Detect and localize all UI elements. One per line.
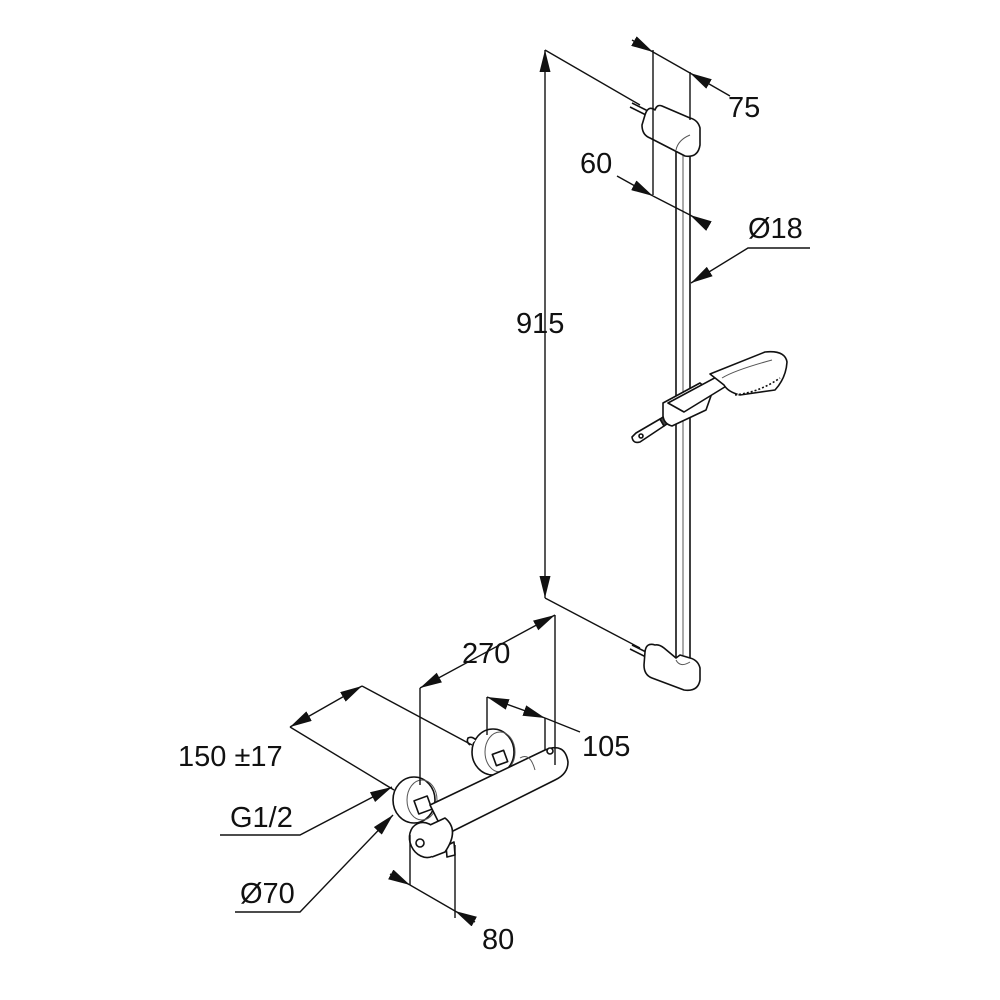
dim-80	[388, 835, 477, 927]
label-rail-diameter: Ø18	[748, 213, 803, 245]
dim-70	[235, 814, 394, 913]
hand-shower	[631, 350, 788, 444]
dim-60	[616, 175, 712, 231]
label-70: Ø70	[240, 878, 295, 910]
dim-105	[486, 696, 581, 750]
dim-g12	[220, 786, 393, 836]
dim-75	[631, 36, 731, 195]
label-150: 150 ±17	[178, 741, 283, 773]
dim-915	[539, 49, 641, 649]
rail-bottom-bracket	[629, 643, 701, 692]
label-80: 80	[482, 924, 515, 956]
label-60: 60	[580, 148, 613, 180]
label-915: 915	[516, 308, 565, 340]
label-105: 105	[582, 731, 631, 763]
rail-top-bracket	[629, 102, 701, 158]
dim-rail-diameter	[690, 247, 810, 284]
dim-270	[419, 614, 556, 785]
thermostatic-valve	[392, 728, 569, 859]
label-75: 75	[728, 92, 761, 124]
label-g12: G1/2	[230, 802, 293, 834]
label-270: 270	[462, 638, 511, 670]
dim-150	[289, 685, 473, 791]
